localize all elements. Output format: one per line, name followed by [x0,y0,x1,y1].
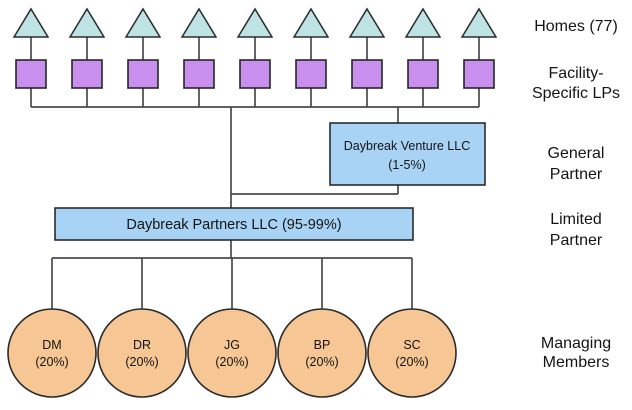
member-share: (20%) [125,355,158,369]
facility-lp-square-icon [295,59,327,89]
facility-lp-square-icon [15,59,47,89]
square-bus-connectors [30,88,480,107]
member-node: JG (20%) [187,308,277,398]
label-homes: Homes (77) [534,18,618,35]
member-share: (20%) [35,355,68,369]
label-facility-line2: Specific LPs [532,85,620,102]
member-circle-icon [7,308,97,398]
facility-lp-square-icon [407,59,439,89]
member-node: BP (20%) [277,308,367,398]
general-partner-share: (1-5%) [388,158,426,172]
facility-lp-square-icon [183,59,215,89]
member-initials: DR [133,338,151,352]
home-triangle-icon [12,7,50,38]
member-share: (20%) [215,355,248,369]
home-triangle-icon [404,7,442,38]
home-triangle-icon [68,7,106,38]
member-circle-icon [277,308,367,398]
label-general-line2: Partner [550,166,603,183]
facility-lp-square-icon [127,59,159,89]
general-partner-box: Daybreak Venture LLC (1-5%) [329,122,486,186]
member-circle-icon [187,308,277,398]
general-partner-rect [329,122,486,186]
facility-lp-square-icon [71,59,103,89]
member-node: SC (20%) [367,308,457,398]
member-drop-connectors [51,258,413,310]
connectors [30,36,480,310]
member-circle-icon [367,308,457,398]
managing-members-row: DM (20%) DR (20%) JG (20%) BP (20%) SC [7,308,457,398]
member-initials: SC [403,338,420,352]
home-triangle-icon [180,7,218,38]
home-triangle-icon [124,7,162,38]
facility-lp-square-icon [351,59,383,89]
member-initials: JG [224,338,240,352]
member-initials: BP [314,338,331,352]
homes-row [12,7,498,38]
label-general-line1: General [548,145,605,162]
member-share: (20%) [395,355,428,369]
triangle-square-connectors [30,36,480,61]
label-limited-line1: Limited [550,211,602,228]
home-triangle-icon [236,7,274,38]
general-partner-name: Daybreak Venture LLC [344,139,470,153]
limited-partner-box: Daybreak Partners LLC (95-99%) [54,207,414,241]
home-triangle-icon [292,7,330,38]
facility-lp-row [15,59,495,89]
label-limited-line2: Partner [550,232,603,249]
member-node: DR (20%) [97,308,187,398]
label-managing-line2: Members [543,354,610,371]
member-node: DM (20%) [7,308,97,398]
label-facility-line1: Facility- [548,65,603,82]
row-labels: Homes (77) Facility- Specific LPs Genera… [532,18,620,371]
limited-partner-label: Daybreak Partners LLC (95-99%) [126,217,341,233]
member-circle-icon [97,308,187,398]
home-triangle-icon [460,7,498,38]
member-share: (20%) [305,355,338,369]
label-managing-line1: Managing [541,335,611,352]
home-triangle-icon [348,7,386,38]
limited-partner-rect [54,207,414,241]
member-initials: DM [42,338,61,352]
facility-lp-square-icon [239,59,271,89]
facility-lp-square-icon [463,59,495,89]
partner-connectors [230,107,399,258]
